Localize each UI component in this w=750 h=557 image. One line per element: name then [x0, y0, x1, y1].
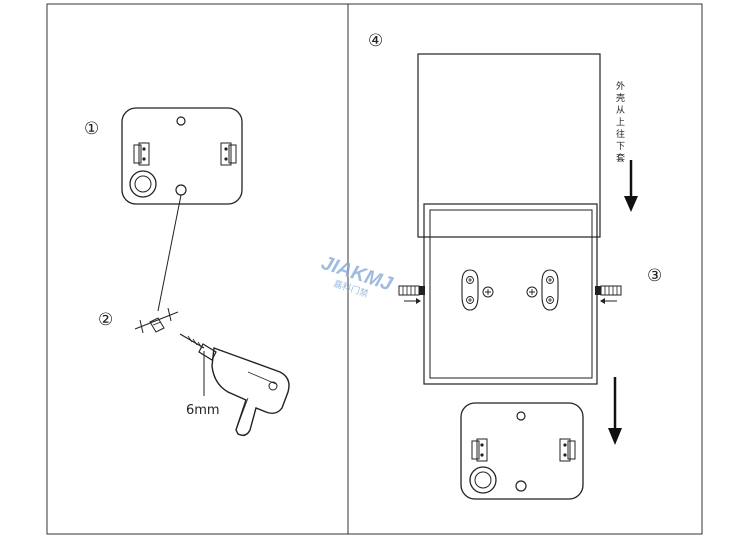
right-bracket [220, 142, 237, 166]
drill-size-label: 6mm [186, 403, 220, 418]
back-plate-left [121, 107, 243, 205]
bottom-screw-hole [175, 184, 187, 196]
left-screw-icon [398, 285, 425, 304]
watermark-logo: JIAKMJ 嘉科门禁 [318, 252, 395, 300]
arrow-down-icon [624, 160, 638, 212]
back-plate-right [460, 402, 584, 500]
leader-line [157, 194, 182, 312]
cable-hole [129, 170, 157, 198]
cable-hole [469, 466, 497, 494]
left-bracket [471, 438, 488, 462]
top-screw-hole [176, 116, 186, 126]
arrow-down-icon [608, 377, 622, 445]
svg-text:从: 从 [616, 105, 625, 115]
left-bracket [133, 142, 150, 166]
step-1-label: ① [84, 119, 99, 139]
svg-text:下: 下 [616, 141, 625, 151]
svg-text:外: 外 [616, 80, 625, 91]
step-2-label: ② [98, 310, 113, 330]
svg-text:往: 往 [616, 128, 625, 139]
right-mount-plate [526, 269, 559, 311]
svg-text:上: 上 [616, 117, 625, 127]
drill-icon [179, 333, 290, 437]
svg-text:套: 套 [616, 152, 625, 163]
svg-text:壳: 壳 [616, 92, 625, 103]
bottom-screw-hole [515, 480, 527, 492]
step-4-label: ④ [368, 31, 383, 51]
right-screw-icon [595, 285, 622, 304]
left-mount-plate [461, 269, 494, 311]
lock-body [423, 203, 598, 385]
step-3-label: ③ [647, 266, 662, 286]
top-screw-hole [516, 411, 526, 421]
right-bracket [559, 438, 576, 462]
drill-point-marker [134, 307, 179, 334]
outer-frame [46, 3, 703, 535]
housing-note: 外 壳 从 上 往 下 套 [616, 80, 625, 163]
